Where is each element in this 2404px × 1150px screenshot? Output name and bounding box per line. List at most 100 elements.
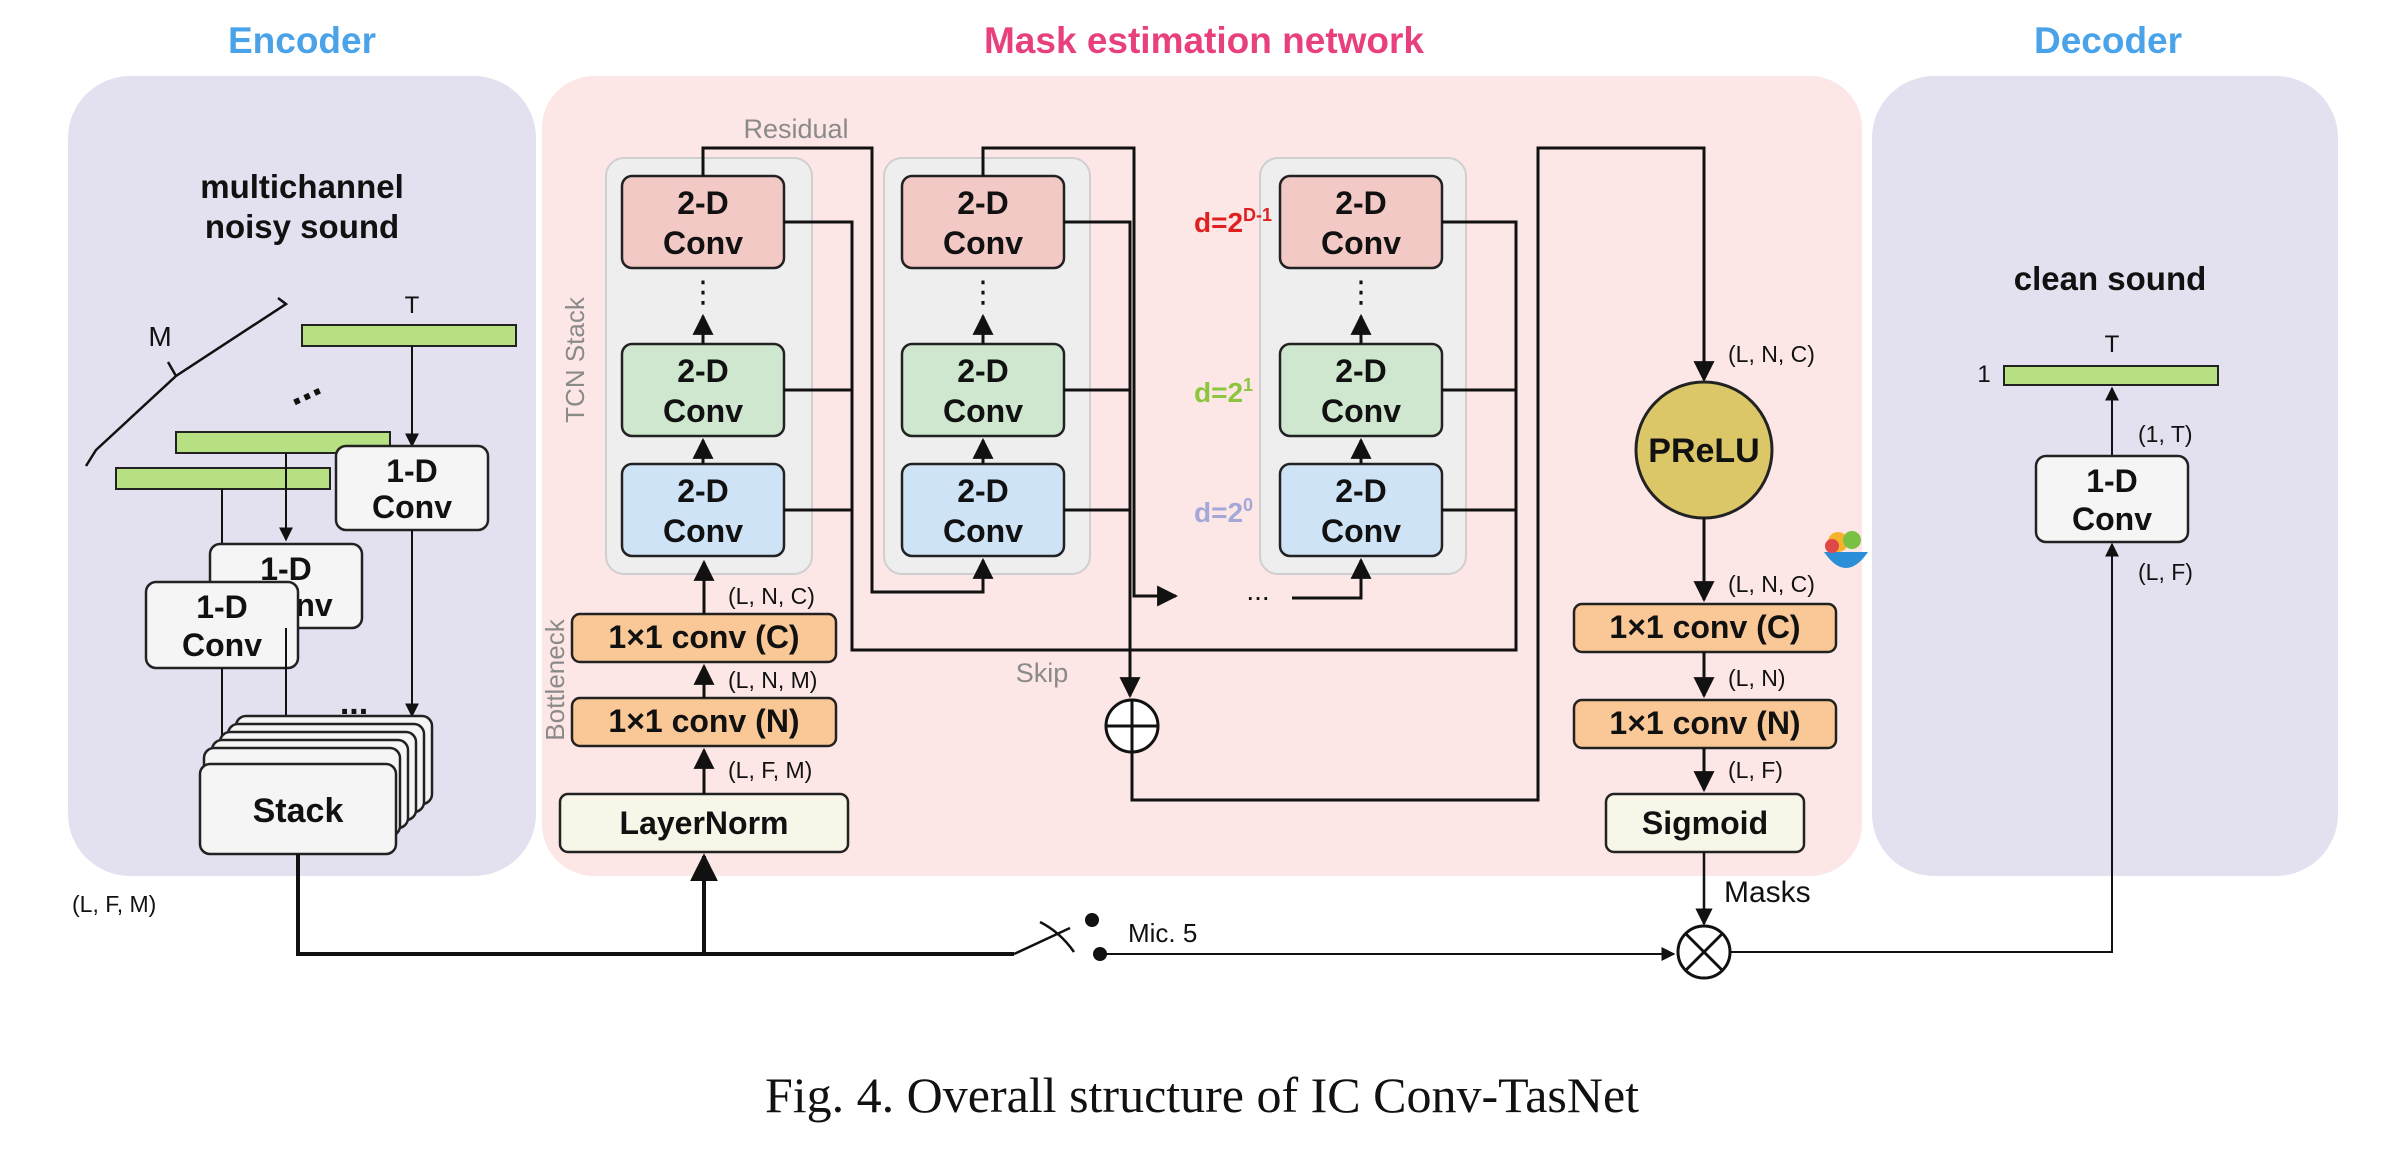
layernorm-block: LayerNorm bbox=[558, 792, 850, 854]
figure-caption: Fig. 4. Overall structure of IC Conv-Tas… bbox=[765, 1067, 1639, 1123]
svg-text:2-D: 2-D bbox=[677, 353, 729, 389]
svg-text:Conv: Conv bbox=[1321, 393, 1401, 429]
encoder-dims: (L, F, M) bbox=[72, 891, 156, 917]
encoder-title: Encoder bbox=[228, 20, 376, 61]
svg-text:1-D: 1-D bbox=[196, 589, 248, 625]
sum-to-prelu bbox=[1130, 146, 1715, 802]
svg-text:2-D: 2-D bbox=[957, 185, 1009, 221]
svg-text:Conv: Conv bbox=[1321, 225, 1401, 261]
tcn2-conv-low: 2-D Conv bbox=[900, 462, 1066, 558]
svg-text:Conv: Conv bbox=[663, 225, 743, 261]
svg-text:Conv: Conv bbox=[663, 393, 743, 429]
tcn3-conv-top: 2-D Conv bbox=[1278, 174, 1444, 270]
skip-label: Skip bbox=[1016, 658, 1069, 688]
dim-ln: (L, N) bbox=[1728, 665, 1786, 691]
multiply-node bbox=[1676, 924, 1732, 980]
mic-label: Mic. 5 bbox=[1128, 918, 1197, 948]
svg-text:2-D: 2-D bbox=[957, 353, 1009, 389]
encoder-t-label: T bbox=[405, 292, 420, 319]
residual-paths bbox=[701, 146, 1372, 607]
tcn-stack-label: TCN Stack bbox=[560, 296, 590, 423]
decoder-wave-bar bbox=[2003, 365, 2219, 386]
dim-lnm: (L, N, M) bbox=[728, 667, 817, 693]
tcn1-conv-mid: 2-D Conv bbox=[620, 342, 786, 438]
decoder-title: Decoder bbox=[2034, 20, 2182, 61]
svg-text:Conv: Conv bbox=[943, 225, 1023, 261]
tcn3-vdots: ⋮ bbox=[1346, 276, 1376, 309]
bottleneck-label: Bottleneck bbox=[540, 618, 570, 740]
sum-node bbox=[1104, 698, 1160, 754]
head-conv-n: 1×1 conv (N) bbox=[1572, 698, 1838, 750]
more-stacks: ... bbox=[1246, 575, 1269, 606]
svg-text:2-D: 2-D bbox=[1335, 185, 1387, 221]
encoder-heading-line2: noisy sound bbox=[205, 208, 399, 245]
tcn2-vdots: ⋮ bbox=[968, 276, 998, 309]
svg-text:Conv: Conv bbox=[943, 393, 1023, 429]
encoder-wave-bar-2 bbox=[175, 431, 391, 454]
tcn1-conv-top: 2-D Conv bbox=[620, 174, 786, 270]
head-conv-c: 1×1 conv (C) bbox=[1572, 602, 1838, 654]
encoder-conv-front: 1-D Conv bbox=[144, 580, 300, 670]
dilation-top: d=2D-1 bbox=[1194, 205, 1272, 238]
tcn3-conv-low: 2-D Conv bbox=[1278, 462, 1444, 558]
tcn2-conv-top: 2-D Conv bbox=[900, 174, 1066, 270]
m-brace bbox=[84, 297, 289, 467]
mic-switch bbox=[1013, 913, 1107, 961]
dilation-low: d=20 bbox=[1194, 495, 1253, 528]
svg-text:1×1 conv (C): 1×1 conv (C) bbox=[608, 619, 799, 655]
svg-text:PReLU: PReLU bbox=[1648, 432, 1759, 470]
tcn1-vdots: ⋮ bbox=[688, 276, 718, 309]
svg-text:2-D: 2-D bbox=[677, 473, 729, 509]
svg-text:Stack: Stack bbox=[253, 792, 344, 830]
svg-text:2-D: 2-D bbox=[677, 185, 729, 221]
svg-text:Conv: Conv bbox=[1321, 513, 1401, 549]
svg-text:1×1 conv (N): 1×1 conv (N) bbox=[1609, 705, 1800, 741]
dim-lf: (L, F) bbox=[1728, 757, 1783, 783]
residual-label: Residual bbox=[743, 114, 848, 144]
svg-text:1×1 conv (N): 1×1 conv (N) bbox=[608, 703, 799, 739]
tcn-internal-arrows bbox=[692, 313, 1372, 464]
prelu-node: PReLU bbox=[1634, 380, 1774, 520]
svg-text:Conv: Conv bbox=[943, 513, 1023, 549]
svg-text:nv: nv bbox=[295, 587, 333, 623]
decoder-conv: 1-D Conv bbox=[2034, 454, 2190, 544]
bottleneck-conv-n: 1×1 conv (N) bbox=[570, 696, 838, 748]
sigmoid-block: Sigmoid bbox=[1604, 792, 1806, 854]
svg-text:1×1 conv (C): 1×1 conv (C) bbox=[1609, 609, 1800, 645]
masks-label: Masks bbox=[1724, 876, 1811, 909]
svg-text:Sigmoid: Sigmoid bbox=[1642, 805, 1768, 841]
dim-prelu-out: (L, N, C) bbox=[1728, 571, 1815, 597]
encoder-wave-bar-1 bbox=[301, 324, 517, 347]
svg-text:1-D: 1-D bbox=[2086, 463, 2138, 499]
svg-text:1-D: 1-D bbox=[386, 453, 438, 489]
stack-block: Stack bbox=[198, 762, 398, 856]
svg-text:Conv: Conv bbox=[663, 513, 743, 549]
svg-text:2-D: 2-D bbox=[1335, 353, 1387, 389]
decoder-t-label: T bbox=[2105, 331, 2120, 358]
tcn2-conv-mid: 2-D Conv bbox=[900, 342, 1066, 438]
decoder-one-label: 1 bbox=[1977, 361, 1990, 388]
bowl-icon bbox=[1824, 531, 1868, 568]
svg-text:Conv: Conv bbox=[182, 627, 262, 663]
skip-paths bbox=[784, 220, 1518, 684]
dim-lnc-bottleneck: (L, N, C) bbox=[728, 583, 815, 609]
bottleneck-conv-c: 1×1 conv (C) bbox=[570, 612, 838, 664]
encoder-heading-line1: multichannel bbox=[200, 168, 404, 205]
encoder-wave-bar-3 bbox=[115, 467, 331, 490]
decoder-dim-bottom: (L, F) bbox=[2138, 559, 2193, 585]
stack-to-layernorm bbox=[296, 854, 1014, 956]
m-label: M bbox=[148, 321, 171, 352]
decoder-dim-top: (1, T) bbox=[2138, 421, 2193, 447]
mask-title: Mask estimation network bbox=[984, 20, 1424, 61]
tcn3-conv-mid: 2-D Conv bbox=[1278, 342, 1444, 438]
encoder-conv-back: 1-D Conv bbox=[334, 444, 490, 532]
svg-text:2-D: 2-D bbox=[1335, 473, 1387, 509]
svg-text:Conv: Conv bbox=[372, 489, 452, 525]
dim-lfm: (L, F, M) bbox=[728, 757, 812, 783]
mult-to-decoder bbox=[1730, 542, 2119, 953]
decoder-heading: clean sound bbox=[2014, 260, 2207, 297]
svg-text:LayerNorm: LayerNorm bbox=[620, 805, 789, 841]
tcn1-conv-low: 2-D Conv bbox=[620, 462, 786, 558]
svg-text:Conv: Conv bbox=[2072, 501, 2152, 537]
